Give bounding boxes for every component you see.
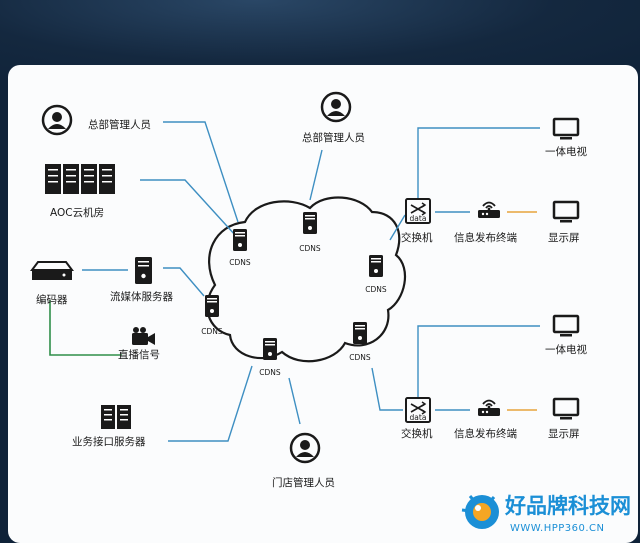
- cdns-node-6: CDNS: [349, 322, 371, 362]
- encoder-icon: [30, 261, 74, 280]
- monitor-icon: [552, 200, 580, 224]
- hq-staff-top-label: 总部管理人员: [302, 131, 365, 144]
- watermark-brand: 好品牌科技网: [504, 494, 631, 518]
- live-signal-label: 直播信号: [118, 348, 160, 361]
- monitor-icon: [552, 117, 580, 141]
- server-icon: [135, 257, 152, 284]
- all-in-one-tv-top-label: 一体电视: [545, 145, 587, 158]
- router-icon: [477, 201, 501, 219]
- orange-connections: [507, 211, 537, 411]
- cdns-node-5: CDNS: [259, 338, 281, 377]
- switch-top-label: 交换机: [401, 231, 433, 244]
- watermark: 好品牌科技网 WWW.HPP360.CN: [461, 494, 631, 534]
- cdns-node-1: CDNS: [229, 229, 251, 267]
- cdns-label: CDNS: [349, 353, 371, 362]
- router-icon: [477, 399, 501, 417]
- cdns-label: CDNS: [365, 285, 387, 294]
- cdns-label: CDNS: [259, 368, 281, 377]
- encoder-label: 编码器: [36, 293, 68, 306]
- business-server-label: 业务接口服务器: [72, 435, 146, 448]
- server-rack-icon: [45, 164, 115, 194]
- switch-icon: data: [405, 397, 431, 423]
- all-in-one-tv-bottom-label: 一体电视: [545, 343, 587, 356]
- aoc-room-label: AOC云机房: [50, 206, 104, 219]
- person-icon: [320, 91, 352, 123]
- monitor-icon: [552, 397, 580, 421]
- stream-server-label: 流媒体服务器: [110, 290, 173, 303]
- monitor-icon: [552, 314, 580, 338]
- cdns-node-2: CDNS: [299, 212, 321, 253]
- hq-staff-left-label: 总部管理人员: [88, 118, 151, 131]
- publisher-bottom-label: 信息发布终端: [454, 427, 517, 440]
- camera-icon: [132, 327, 155, 345]
- cdns-label: CDNS: [201, 327, 223, 336]
- blue-connections: [82, 121, 540, 442]
- cdns-label: CDNS: [299, 244, 321, 253]
- switch-icon: data: [405, 198, 431, 224]
- cdns-node-4: CDNS: [201, 295, 223, 336]
- person-icon: [289, 432, 321, 464]
- switch-bottom-label: 交换机: [401, 427, 433, 440]
- diagram-panel: [8, 65, 638, 543]
- display-top-label: 显示屏: [548, 232, 580, 244]
- cloud-shape: [206, 196, 406, 363]
- cdns-node-3: CDNS: [365, 255, 387, 294]
- watermark-url: WWW.HPP360.CN: [510, 523, 605, 534]
- person-icon: [41, 104, 73, 136]
- watermark-logo-icon: [461, 495, 499, 529]
- green-connection: [49, 300, 122, 356]
- cdns-label: CDNS: [229, 258, 251, 267]
- server-pair-icon: [101, 405, 131, 429]
- publisher-top-label: 信息发布终端: [454, 231, 517, 244]
- switch-icon-text: data: [410, 214, 427, 223]
- display-bottom-label: 显示屏: [548, 428, 580, 440]
- switch-icon-text: data: [410, 413, 427, 422]
- store-staff-label: 门店管理人员: [272, 476, 335, 489]
